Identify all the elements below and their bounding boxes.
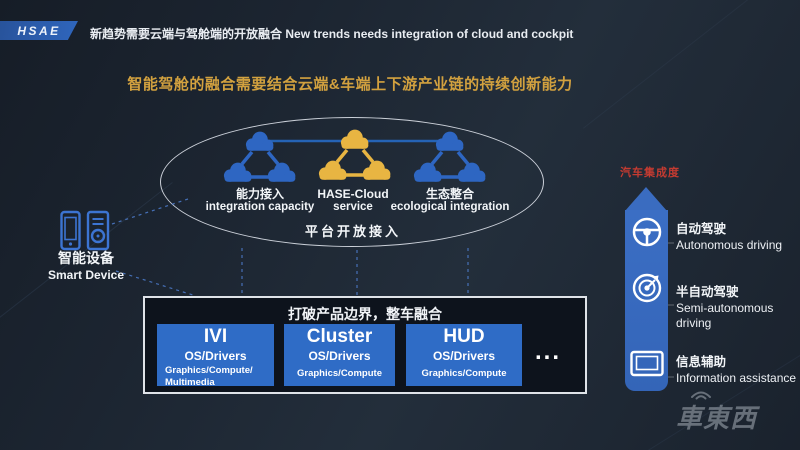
level-label-zh: 信息辅助 xyxy=(676,355,727,369)
module-name: IVI xyxy=(203,326,228,347)
cloud-label-en: service xyxy=(333,201,373,214)
chedongxi-watermark: 車東西 xyxy=(676,403,758,433)
cloud-cluster-capability xyxy=(223,131,296,182)
module-os: OS/Drivers xyxy=(432,348,496,363)
cloud-label-zh: 生态整合 xyxy=(425,187,474,201)
slide-header: 新趋势需要云端与驾舱端的开放融合 New trends needs integr… xyxy=(90,25,573,42)
cloud-label-en: integration capacity xyxy=(205,201,315,214)
level-label-en: Information assistance xyxy=(676,370,797,385)
level-label-en: Autonomous driving xyxy=(676,237,783,252)
header-text-en: New trends needs integration of cloud an… xyxy=(285,27,574,41)
smartphone-icon xyxy=(60,210,81,251)
module-os: OS/Drivers xyxy=(308,348,371,363)
level-label-zh: 自动驾驶 xyxy=(676,222,727,236)
module-os: OS/Drivers xyxy=(184,348,247,363)
cloud-label-zh: 能力接入 xyxy=(235,187,284,201)
cloud-label-en: ecological integration xyxy=(390,201,510,214)
more-modules-ellipsis: ... xyxy=(535,338,562,365)
target-icon xyxy=(632,273,662,303)
module-cluster: Cluster OS/Drivers Graphics/Compute xyxy=(284,324,395,386)
smart-device-icons xyxy=(60,210,110,251)
smart-device-label: 智能设备 Smart Device xyxy=(26,250,146,283)
product-box-title: 打破产品边界，整车融合 xyxy=(288,306,442,322)
cloud-label-zh: HASE-Cloud xyxy=(317,187,389,201)
monitor-icon xyxy=(630,350,664,377)
module-hud: HUD OS/Drivers Graphics/Compute xyxy=(406,324,522,386)
platform-ellipse xyxy=(160,117,544,247)
axis-title: 汽车集成度 xyxy=(620,167,680,179)
smart-device-label-zh: 智能设备 xyxy=(58,250,114,266)
cloud-cluster-hase-cloud xyxy=(318,129,391,180)
decorative-line xyxy=(583,0,757,129)
smart-speaker-icon xyxy=(86,210,110,251)
cloud-cluster-ecology xyxy=(413,131,486,182)
product-integration-box: 打破产品边界，整车融合 IVI OS/Drivers Graphics/Comp… xyxy=(143,296,587,394)
hsae-logo: HSAE xyxy=(0,21,78,40)
cloud-label-hase-cloud: HASE-Cloud service xyxy=(278,187,428,215)
platform-open-access-caption: 平台开放接入 xyxy=(304,224,401,239)
level-label-en: Semi-autonomous driving xyxy=(676,300,774,330)
module-name: HUD xyxy=(443,326,485,347)
module-graphics: Graphics/Compute xyxy=(297,367,382,379)
axis-level-information: 信息辅助 Information assistance xyxy=(676,355,800,386)
axis-level-autonomous: 自动驾驶 Autonomous driving xyxy=(676,222,800,253)
header-text-zh: 新趋势需要云端与驾舱端的开放融合 xyxy=(90,27,283,41)
axis-arrow-head xyxy=(625,187,667,211)
level-label-zh: 半自动驾驶 xyxy=(676,285,739,299)
module-graphics: Graphics/Compute/Multimedia xyxy=(165,364,253,388)
module-name: Cluster xyxy=(306,326,373,347)
module-ivi: IVI OS/Drivers Graphics/Compute/Multimed… xyxy=(157,324,274,388)
steering-wheel-icon xyxy=(632,217,662,247)
cloud-label-capability: 能力接入 integration capacity xyxy=(185,187,335,215)
hsae-logo-text: HSAE xyxy=(17,23,61,38)
axis-level-semi-autonomous: 半自动驾驶 Semi-autonomous driving xyxy=(676,285,794,331)
page-title: 智能驾舱的融合需要结合云端&车端上下游产业链的持续创新能力 xyxy=(127,76,573,93)
smart-device-label-en: Smart Device xyxy=(47,267,125,282)
module-graphics: Graphics/Compute xyxy=(421,367,507,379)
cloud-label-ecology: 生态整合 ecological integration xyxy=(375,187,525,215)
wifi-arcs-icon xyxy=(691,391,711,400)
